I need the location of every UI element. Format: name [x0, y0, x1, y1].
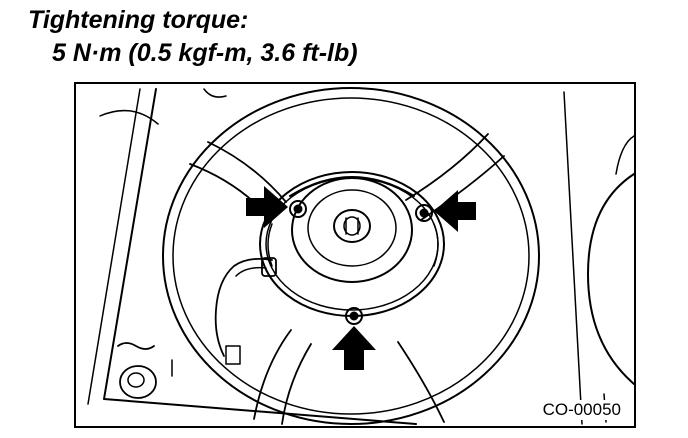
bolt-upper-left [289, 200, 307, 218]
torque-value: 5 N·m (0.5 kgf-m, 3.6 ft-lb) [52, 39, 358, 67]
motor-flange [259, 171, 445, 317]
shroud-frame [87, 88, 417, 425]
bolt-upper-right [415, 204, 433, 222]
fan-motor-drawing [87, 87, 634, 425]
lower-bracket [117, 342, 173, 399]
shroud-ring [162, 87, 540, 425]
arrow-up-icon [332, 326, 376, 370]
figure-code: CO-00050 [539, 400, 624, 420]
harness-connector [214, 257, 277, 365]
motor-body [289, 176, 415, 283]
torque-title: Tightening torque: [28, 6, 249, 34]
adjacent-fan [563, 91, 634, 425]
arrow-left-icon [434, 190, 476, 232]
fan-motor-illustration: CO-00050 [74, 82, 636, 428]
bolt-bottom [345, 307, 363, 325]
arrow-right-icon [246, 186, 288, 228]
torque-heading: Tightening torque: 5 N·m (0.5 kgf-m, 3.6… [28, 4, 358, 70]
